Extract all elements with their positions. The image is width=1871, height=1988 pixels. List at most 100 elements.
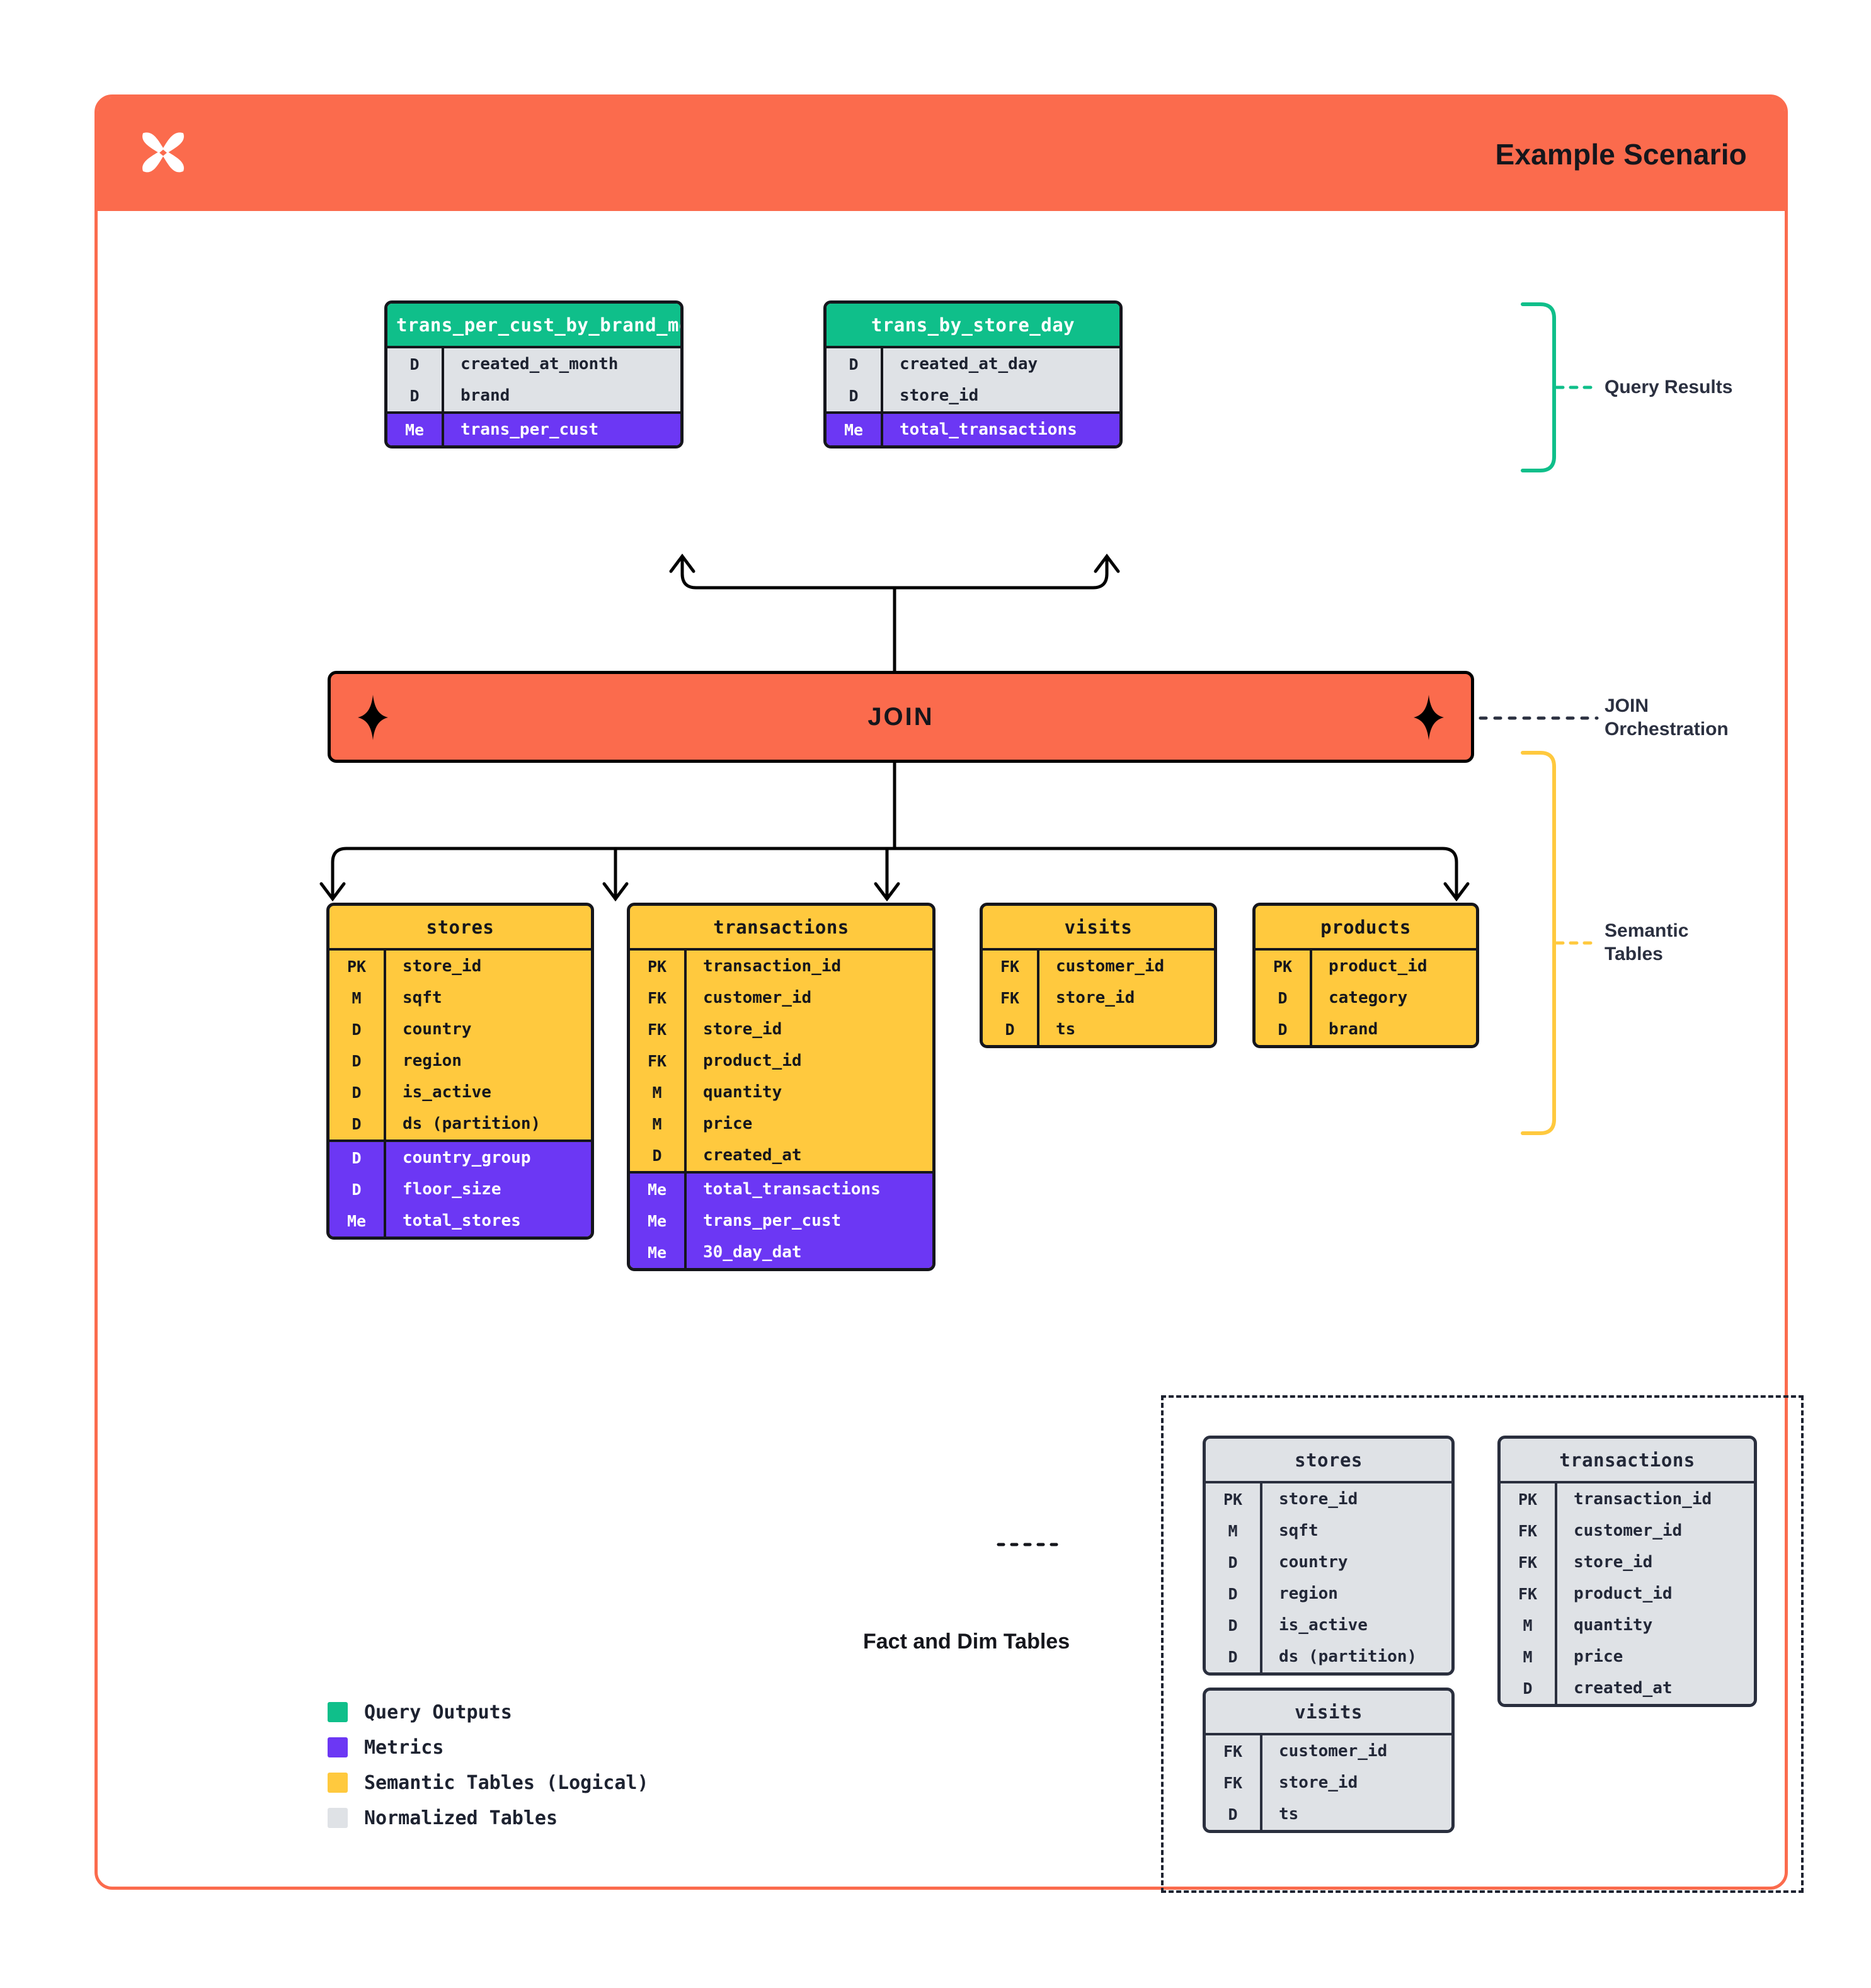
row-key: M [652, 1083, 662, 1102]
row-value: ds (partition) [1260, 1641, 1451, 1672]
row-value: country [1260, 1546, 1451, 1578]
join-orchestration-bar[interactable]: JOIN [328, 671, 1474, 763]
row-value: customer_id [1260, 1735, 1451, 1767]
annotation-label: Query Results [1605, 377, 1733, 397]
row-value: created_at [1555, 1672, 1754, 1704]
row-key: D [1228, 1805, 1238, 1824]
row-value: store_id [384, 951, 591, 982]
table-title: visits [1064, 917, 1133, 938]
row-value: created_at [684, 1140, 932, 1171]
card-header: Example Scenario [98, 98, 1785, 211]
row-key: M [1228, 1521, 1238, 1540]
row-key: D [1278, 1020, 1288, 1039]
query-result-table-trans-by-store-day[interactable]: trans_by_store_day D created_at_day D st… [823, 300, 1123, 448]
legend-swatch-yellow [328, 1773, 348, 1793]
row-key: Me [647, 1180, 667, 1199]
row-key: D [352, 1180, 362, 1199]
legend-label: Semantic Tables (Logical) [364, 1771, 649, 1794]
row-key: FK [647, 1051, 667, 1070]
row-key: D [352, 1020, 362, 1039]
table-title: trans_by_store_day [827, 304, 1119, 346]
query-result-table-trans-per-cust-by-brand-month[interactable]: trans_per_cust_by_brand_month D created_… [384, 300, 684, 448]
table-row: D created_at_day [827, 348, 1119, 380]
row-value: store_id [1260, 1767, 1451, 1798]
annotation-label-line2: Orchestration [1605, 718, 1729, 740]
row-key: D [409, 386, 420, 405]
row-value: is_active [1260, 1609, 1451, 1641]
row-key: D [352, 1083, 362, 1102]
row-key: FK [647, 1020, 667, 1039]
annotation-label-line1: Semantic [1605, 920, 1689, 941]
row-key: M [1523, 1647, 1533, 1666]
row-value: price [684, 1108, 932, 1140]
row-key: PK [1273, 957, 1293, 976]
table-title: stores [426, 917, 495, 938]
row-value: product_id [1310, 951, 1476, 982]
row-key: D [1228, 1553, 1238, 1572]
annotation-label-line1: JOIN [1605, 695, 1649, 716]
table-title: visits [1295, 1701, 1363, 1723]
table-title: transactions [713, 917, 849, 938]
row-key: D [1228, 1616, 1238, 1635]
table-row: D brand [387, 380, 680, 411]
annotation-query-results: Query Results [1605, 376, 1732, 399]
row-value: quantity [1555, 1609, 1754, 1641]
table-row: D store_id [827, 380, 1119, 411]
row-value: brand [442, 380, 680, 411]
legend-swatch-grey [328, 1808, 348, 1828]
row-value: region [384, 1045, 591, 1077]
row-key: PK [1518, 1490, 1538, 1509]
row-key: FK [647, 988, 667, 1007]
annotation-fact-and-dim-tables: Fact and Dim Tables [863, 1630, 1070, 1654]
row-value: created_at_month [442, 348, 680, 380]
row-key: FK [1518, 1553, 1538, 1572]
row-key: D [1228, 1584, 1238, 1603]
sparkle-diamond-icon [1414, 695, 1444, 740]
row-value: product_id [684, 1045, 932, 1077]
row-key: FK [1000, 988, 1020, 1007]
row-value: product_id [1555, 1578, 1754, 1609]
row-value: country [384, 1014, 591, 1045]
row-key: D [849, 386, 859, 405]
metric-group: Me trans_per_cust [387, 411, 680, 445]
row-key: M [352, 988, 362, 1007]
row-value: region [1260, 1578, 1451, 1609]
page-title: Example Scenario [1495, 138, 1747, 171]
dimension-group: D created_at_day D store_id [827, 348, 1119, 411]
row-key: D [352, 1148, 362, 1167]
row-key: Me [844, 420, 864, 439]
